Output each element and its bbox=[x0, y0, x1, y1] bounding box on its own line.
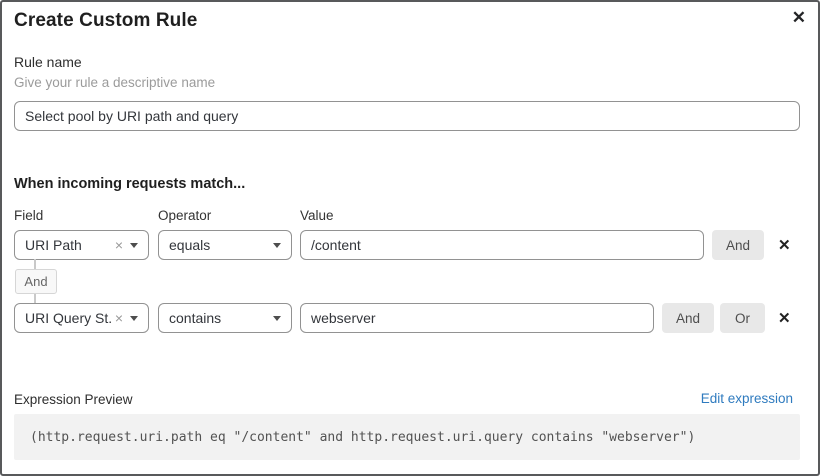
value-input-row1[interactable] bbox=[300, 230, 704, 260]
rule-name-label: Rule name bbox=[14, 54, 82, 70]
column-label-operator: Operator bbox=[158, 208, 212, 223]
chevron-down-icon[interactable] bbox=[273, 315, 281, 321]
add-and-button-row1[interactable]: And bbox=[712, 230, 764, 260]
add-and-button-row2[interactable]: And bbox=[662, 303, 714, 333]
field-select-row2[interactable]: URI Query St... × bbox=[14, 303, 149, 333]
operator-select-row2-value: contains bbox=[169, 310, 222, 326]
delete-row2-icon[interactable]: ✕ bbox=[778, 310, 791, 327]
expression-code-block: (http.request.uri.path eq "/content" and… bbox=[14, 414, 800, 460]
field-select-row1-value: URI Path bbox=[25, 237, 82, 253]
connector-and-badge: And bbox=[15, 269, 57, 294]
value-input-row2[interactable] bbox=[300, 303, 654, 333]
edit-expression-link[interactable]: Edit expression bbox=[700, 391, 793, 406]
matcher-heading: When incoming requests match... bbox=[14, 176, 246, 192]
operator-select-row2[interactable]: contains bbox=[158, 303, 292, 333]
add-or-button-row2[interactable]: Or bbox=[720, 303, 765, 333]
expression-preview-label: Expression Preview bbox=[14, 392, 133, 407]
chevron-down-icon[interactable] bbox=[273, 242, 281, 248]
operator-select-row1-value: equals bbox=[169, 237, 211, 253]
chevron-down-icon[interactable] bbox=[130, 242, 138, 248]
delete-row1-icon[interactable]: ✕ bbox=[778, 237, 791, 254]
field-select-row2-value: URI Query St... bbox=[25, 310, 111, 326]
column-label-value: Value bbox=[300, 208, 334, 223]
rule-name-help: Give your rule a descriptive name bbox=[14, 75, 216, 90]
close-icon[interactable]: ✕ bbox=[791, 8, 806, 27]
field-select-row1[interactable]: URI Path × bbox=[14, 230, 149, 260]
rule-name-input[interactable] bbox=[14, 101, 800, 131]
expression-code: (http.request.uri.path eq "/content" and… bbox=[30, 429, 696, 445]
clear-field-icon[interactable]: × bbox=[114, 310, 123, 326]
clear-field-icon[interactable]: × bbox=[114, 237, 123, 253]
operator-select-row1[interactable]: equals bbox=[158, 230, 292, 260]
column-label-field: Field bbox=[14, 208, 44, 223]
chevron-down-icon[interactable] bbox=[130, 315, 138, 321]
dialog-title: Create Custom Rule bbox=[14, 10, 198, 31]
